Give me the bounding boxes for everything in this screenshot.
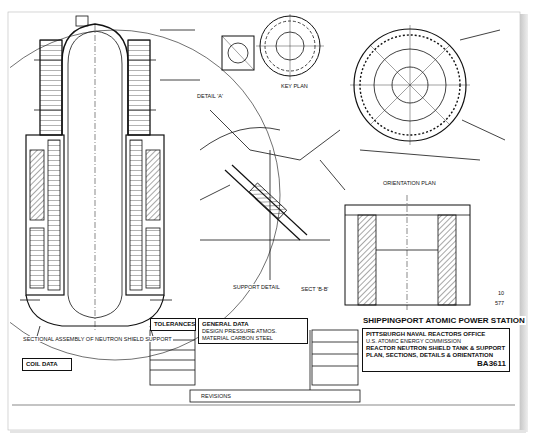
table-text: REACTOR NEUTRON SHIELD TANK & SUPPORT PL… <box>366 345 506 359</box>
view-label: 577 <box>494 300 505 306</box>
view-label: KEY PLAN <box>280 83 309 89</box>
table-text: TOLERANCES <box>154 321 192 328</box>
table-text: GENERAL DATA <box>202 321 304 328</box>
view-label: SECT 'B-B' <box>300 286 329 292</box>
view-label: SUPPORT DETAIL <box>232 284 281 290</box>
drawing-title: SHIPPINGPORT ATOMIC POWER STATION <box>362 316 526 325</box>
view-label: SECTIONAL ASSEMBLY OF NEUTRON SHIELD SUP… <box>22 336 173 342</box>
table-box: TOLERANCES <box>150 318 196 331</box>
table-box: COIL DATA <box>22 358 72 371</box>
table-text: COIL DATA <box>26 361 68 368</box>
view-label: ORIENTATION PLAN <box>382 180 437 186</box>
view-label: DETAIL 'A' <box>196 93 224 99</box>
table-text: U.S. ATOMIC ENERGY COMMISSION <box>366 338 506 345</box>
table-box: GENERAL DATADESIGN PRESSURE ATMOS. MATER… <box>198 318 308 344</box>
table-text: DESIGN PRESSURE ATMOS. MATERIAL CARBON S… <box>202 328 304 341</box>
table-text: PITTSBURGH NAVAL REACTORS OFFICE <box>366 331 506 338</box>
view-label: REVISIONS <box>200 393 232 399</box>
view-label: 10 <box>497 290 505 296</box>
title-block: PITTSBURGH NAVAL REACTORS OFFICEU.S. ATO… <box>362 328 510 372</box>
table-text: BA3611 <box>366 359 506 369</box>
